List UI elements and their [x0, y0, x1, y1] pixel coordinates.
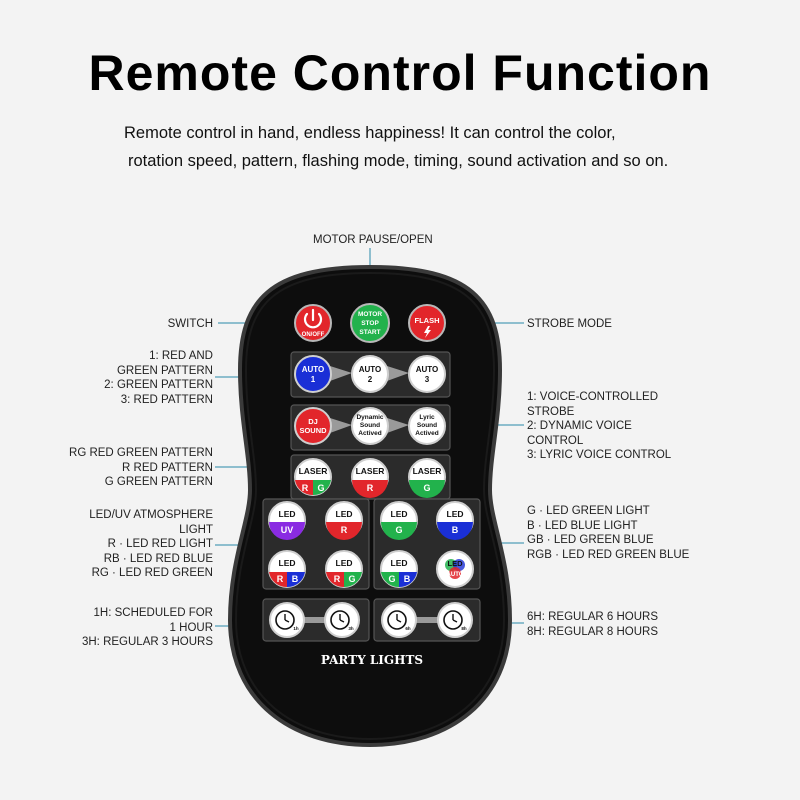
clock-icon [443, 610, 463, 630]
dynamic-label-1: Dynamic [356, 414, 383, 421]
led-r-button[interactable]: LED R [325, 501, 363, 540]
laser-g-g: G [423, 483, 430, 493]
auto-3-button[interactable]: AUTO 3 [408, 355, 446, 393]
led-rg-g: G [348, 574, 355, 584]
label-switch: SWITCH [167, 318, 213, 330]
timer-8h-label: 8h [461, 626, 467, 631]
dynamic-sound-button[interactable]: Dynamic Sound Actived [351, 407, 389, 445]
led-rg-label: LED [336, 558, 353, 568]
led-rb-b: B [292, 574, 299, 584]
timer-1h-button[interactable]: 1h [269, 602, 305, 638]
dj-sound-label: SOUND [299, 426, 327, 435]
laser-r-r: R [367, 483, 374, 493]
power-icon [303, 308, 323, 329]
flash-button[interactable]: FLASH [408, 304, 446, 342]
power-button[interactable]: ON/OFF [294, 304, 332, 342]
auto-2-number: 2 [368, 375, 373, 384]
label-strobe: STROBE MODE [527, 318, 612, 330]
led-g-label: LED [391, 509, 408, 519]
led-uv-label: LED [279, 509, 296, 519]
label-laser: RG RED GREEN PATTERN R RED PATTERN G GRE… [69, 447, 213, 488]
led-rb-r: R [277, 574, 284, 584]
lyric-label-3: Actived [415, 430, 439, 437]
led-auto-button[interactable]: LED AUTO [436, 550, 474, 588]
motor-label-1: MOTOR [358, 311, 382, 318]
led-r-label: LED [336, 509, 353, 519]
auto-1-label: AUTO [302, 365, 325, 374]
timer-8h-button[interactable]: 8h [437, 602, 473, 638]
subtitle-line-1: Remote control in hand, endless happines… [124, 124, 616, 142]
led-rb-label: LED [279, 558, 296, 568]
label-led-right: G · LED GREEN LIGHT B · LED BLUE LIGHT G… [527, 505, 690, 561]
power-label: ON/OFF [302, 332, 325, 338]
dynamic-label-2: Sound [360, 422, 380, 429]
motor-label-2: STOP [361, 320, 379, 327]
subtitle-line-2: rotation speed, pattern, flashing mode, … [128, 152, 669, 170]
timer-6h-label: 6h [405, 626, 411, 631]
laser-rg-button[interactable]: LASER R G [294, 458, 332, 496]
led-r-r: R [341, 525, 348, 535]
lightning-icon [424, 326, 431, 338]
clock-icon [387, 610, 407, 630]
auto-2-label: AUTO [359, 365, 382, 374]
auto-3-label: AUTO [416, 365, 439, 374]
laser-r-button[interactable]: LASER R [351, 458, 389, 498]
flash-label: FLASH [415, 316, 440, 325]
clock-icon [330, 610, 350, 630]
lyric-sound-button[interactable]: Lyric Sound Actived [408, 407, 446, 445]
lyric-label-1: Lyric [419, 414, 435, 421]
label-motor: MOTOR PAUSE/OPEN [313, 234, 433, 246]
auto-3-number: 3 [425, 375, 430, 384]
label-timer-left: 1H: SCHEDULED FOR 1 HOUR 3H: REGULAR 3 H… [81, 607, 213, 648]
led-gb-label: LED [391, 558, 408, 568]
led-gb-button[interactable]: LED G B [380, 550, 418, 588]
lyric-label-2: Sound [417, 422, 437, 429]
auto-1-number: 1 [311, 375, 316, 384]
label-auto: 1: RED AND GREEN PATTERN 2: GREEN PATTER… [104, 350, 213, 406]
page-title: Remote Control Function [88, 45, 712, 101]
led-b-button[interactable]: LED B [436, 501, 474, 540]
led-rb-button[interactable]: LED R B [268, 550, 306, 588]
led-auto-auto: AUTO [447, 572, 464, 578]
timer-6h-button[interactable]: 6h [381, 602, 417, 638]
label-led-left: LED/UV ATMOSPHERE LIGHT R · LED RED LIGH… [89, 509, 213, 579]
auto-1-button[interactable]: AUTO 1 [294, 355, 332, 393]
laser-g-label: LASER [413, 466, 442, 476]
led-g-button[interactable]: LED G [380, 501, 418, 540]
brand-label: PARTY LIGHTS [321, 653, 423, 667]
led-b-b: B [452, 525, 459, 535]
led-rg-r: R [334, 574, 341, 584]
laser-rg-label: LASER [299, 466, 328, 476]
dynamic-label-3: Actived [358, 430, 382, 437]
label-timer-right: 6H: REGULAR 6 HOURS 8H: REGULAR 8 HOURS [527, 611, 659, 638]
led-auto-label: LED [448, 559, 464, 568]
led-rg-button[interactable]: LED R G [325, 550, 363, 588]
motor-button[interactable]: MOTOR STOP START [350, 303, 390, 343]
led-uv-uv: UV [281, 525, 294, 535]
timer-1h-label: 1h [293, 626, 299, 631]
laser-g-button[interactable]: LASER G [408, 458, 446, 498]
led-g-g: G [395, 525, 402, 535]
timer-3h-button[interactable]: 3h [324, 602, 360, 638]
label-voice: 1: VOICE-CONTROLLED STROBE 2: DYNAMIC VO… [527, 391, 672, 461]
led-gb-g: G [388, 574, 395, 584]
auto-2-button[interactable]: AUTO 2 [351, 355, 389, 393]
motor-label-3: START [359, 329, 380, 336]
led-gb-b: B [404, 574, 411, 584]
led-b-label: LED [447, 509, 464, 519]
timer-3h-label: 3h [348, 626, 354, 631]
laser-rg-g: G [317, 483, 324, 493]
laser-rg-r: R [302, 483, 309, 493]
clock-icon [275, 610, 295, 630]
led-uv-button[interactable]: LED UV [268, 501, 306, 540]
dj-sound-button[interactable]: DJ SOUND [294, 407, 332, 445]
dj-label: DJ [308, 417, 318, 426]
laser-r-label: LASER [356, 466, 385, 476]
